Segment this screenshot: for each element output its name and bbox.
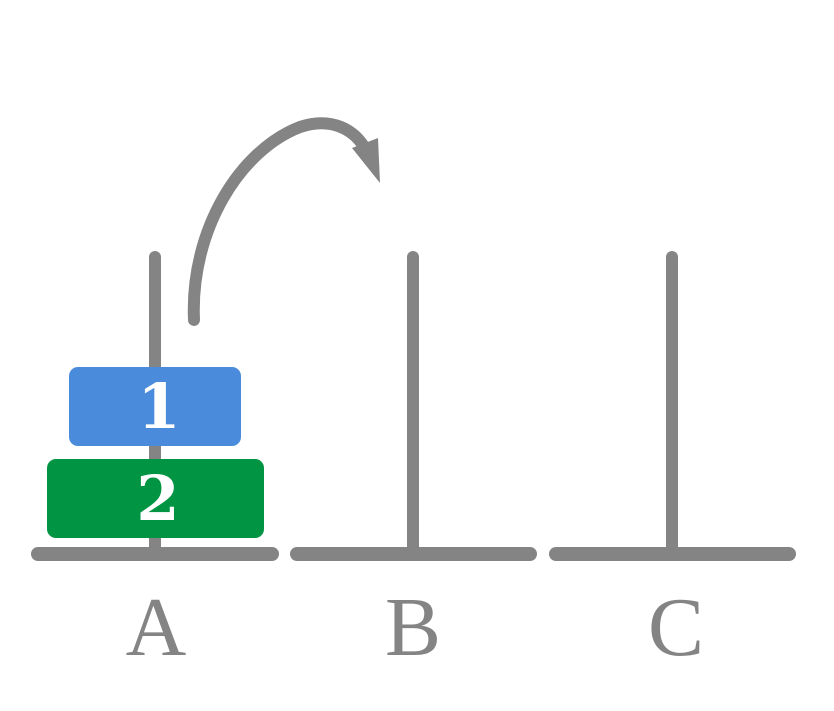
disk-1[interactable]: 1 (69, 367, 241, 446)
move-arrow-head (352, 138, 380, 183)
curved-arrow-icon (187, 117, 380, 326)
disk-2-label: 2 (136, 462, 179, 535)
disk-2[interactable]: 2 (47, 459, 264, 538)
peg-c: C (549, 251, 796, 674)
disk-1-body (69, 367, 241, 446)
peg-b: B (290, 251, 537, 674)
disk-2-body (47, 459, 264, 538)
peg-b-label: B (385, 581, 441, 674)
peg-c-label: C (648, 581, 704, 674)
peg-a-label: A (126, 581, 187, 674)
disk-1-label: 1 (137, 370, 180, 443)
move-arrow-shaft (187, 117, 373, 326)
